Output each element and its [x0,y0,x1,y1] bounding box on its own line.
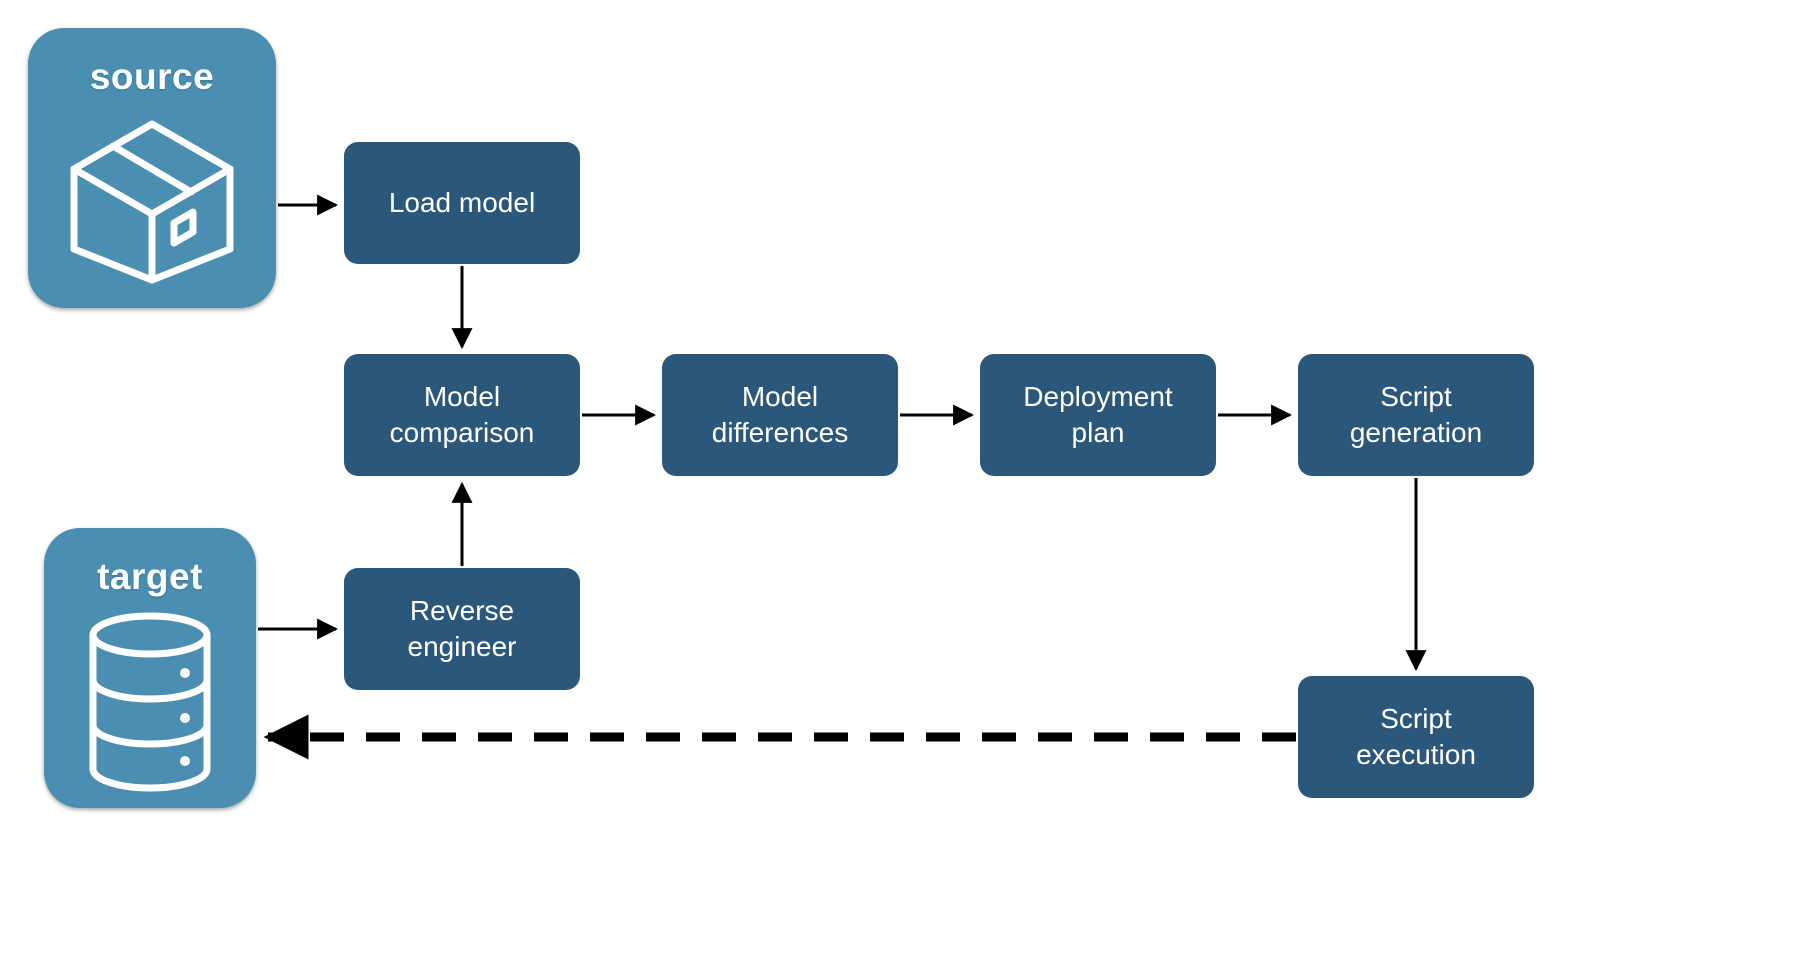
process-load-model-label: Load model [388,187,536,219]
package-box-icon [28,95,276,308]
process-script-generation-label: Script generation [1349,381,1483,448]
process-deployment-plan[interactable]: Deployment plan [980,354,1216,476]
endpoint-source-label: source [89,56,215,97]
process-load-model[interactable]: Load model [344,142,580,264]
process-model-differences-label: Model differences [711,381,849,448]
process-model-comparison-label: Model comparison [389,381,535,448]
endpoint-target-label: target [97,556,203,597]
endpoint-target[interactable]: target [44,528,256,808]
process-script-generation[interactable]: Script generation [1298,354,1534,476]
endpoint-source[interactable]: source [28,28,276,308]
process-deployment-plan-label: Deployment plan [1023,381,1173,448]
process-model-comparison[interactable]: Model comparison [344,354,580,476]
process-script-execution-label: Script execution [1356,703,1476,770]
process-reverse-engineer[interactable]: Reverse engineer [344,568,580,690]
process-script-execution[interactable]: Script execution [1298,676,1534,798]
process-reverse-engineer-label: Reverse engineer [407,595,517,662]
database-cylinder-icon [44,595,256,808]
process-model-differences[interactable]: Model differences [662,354,898,476]
